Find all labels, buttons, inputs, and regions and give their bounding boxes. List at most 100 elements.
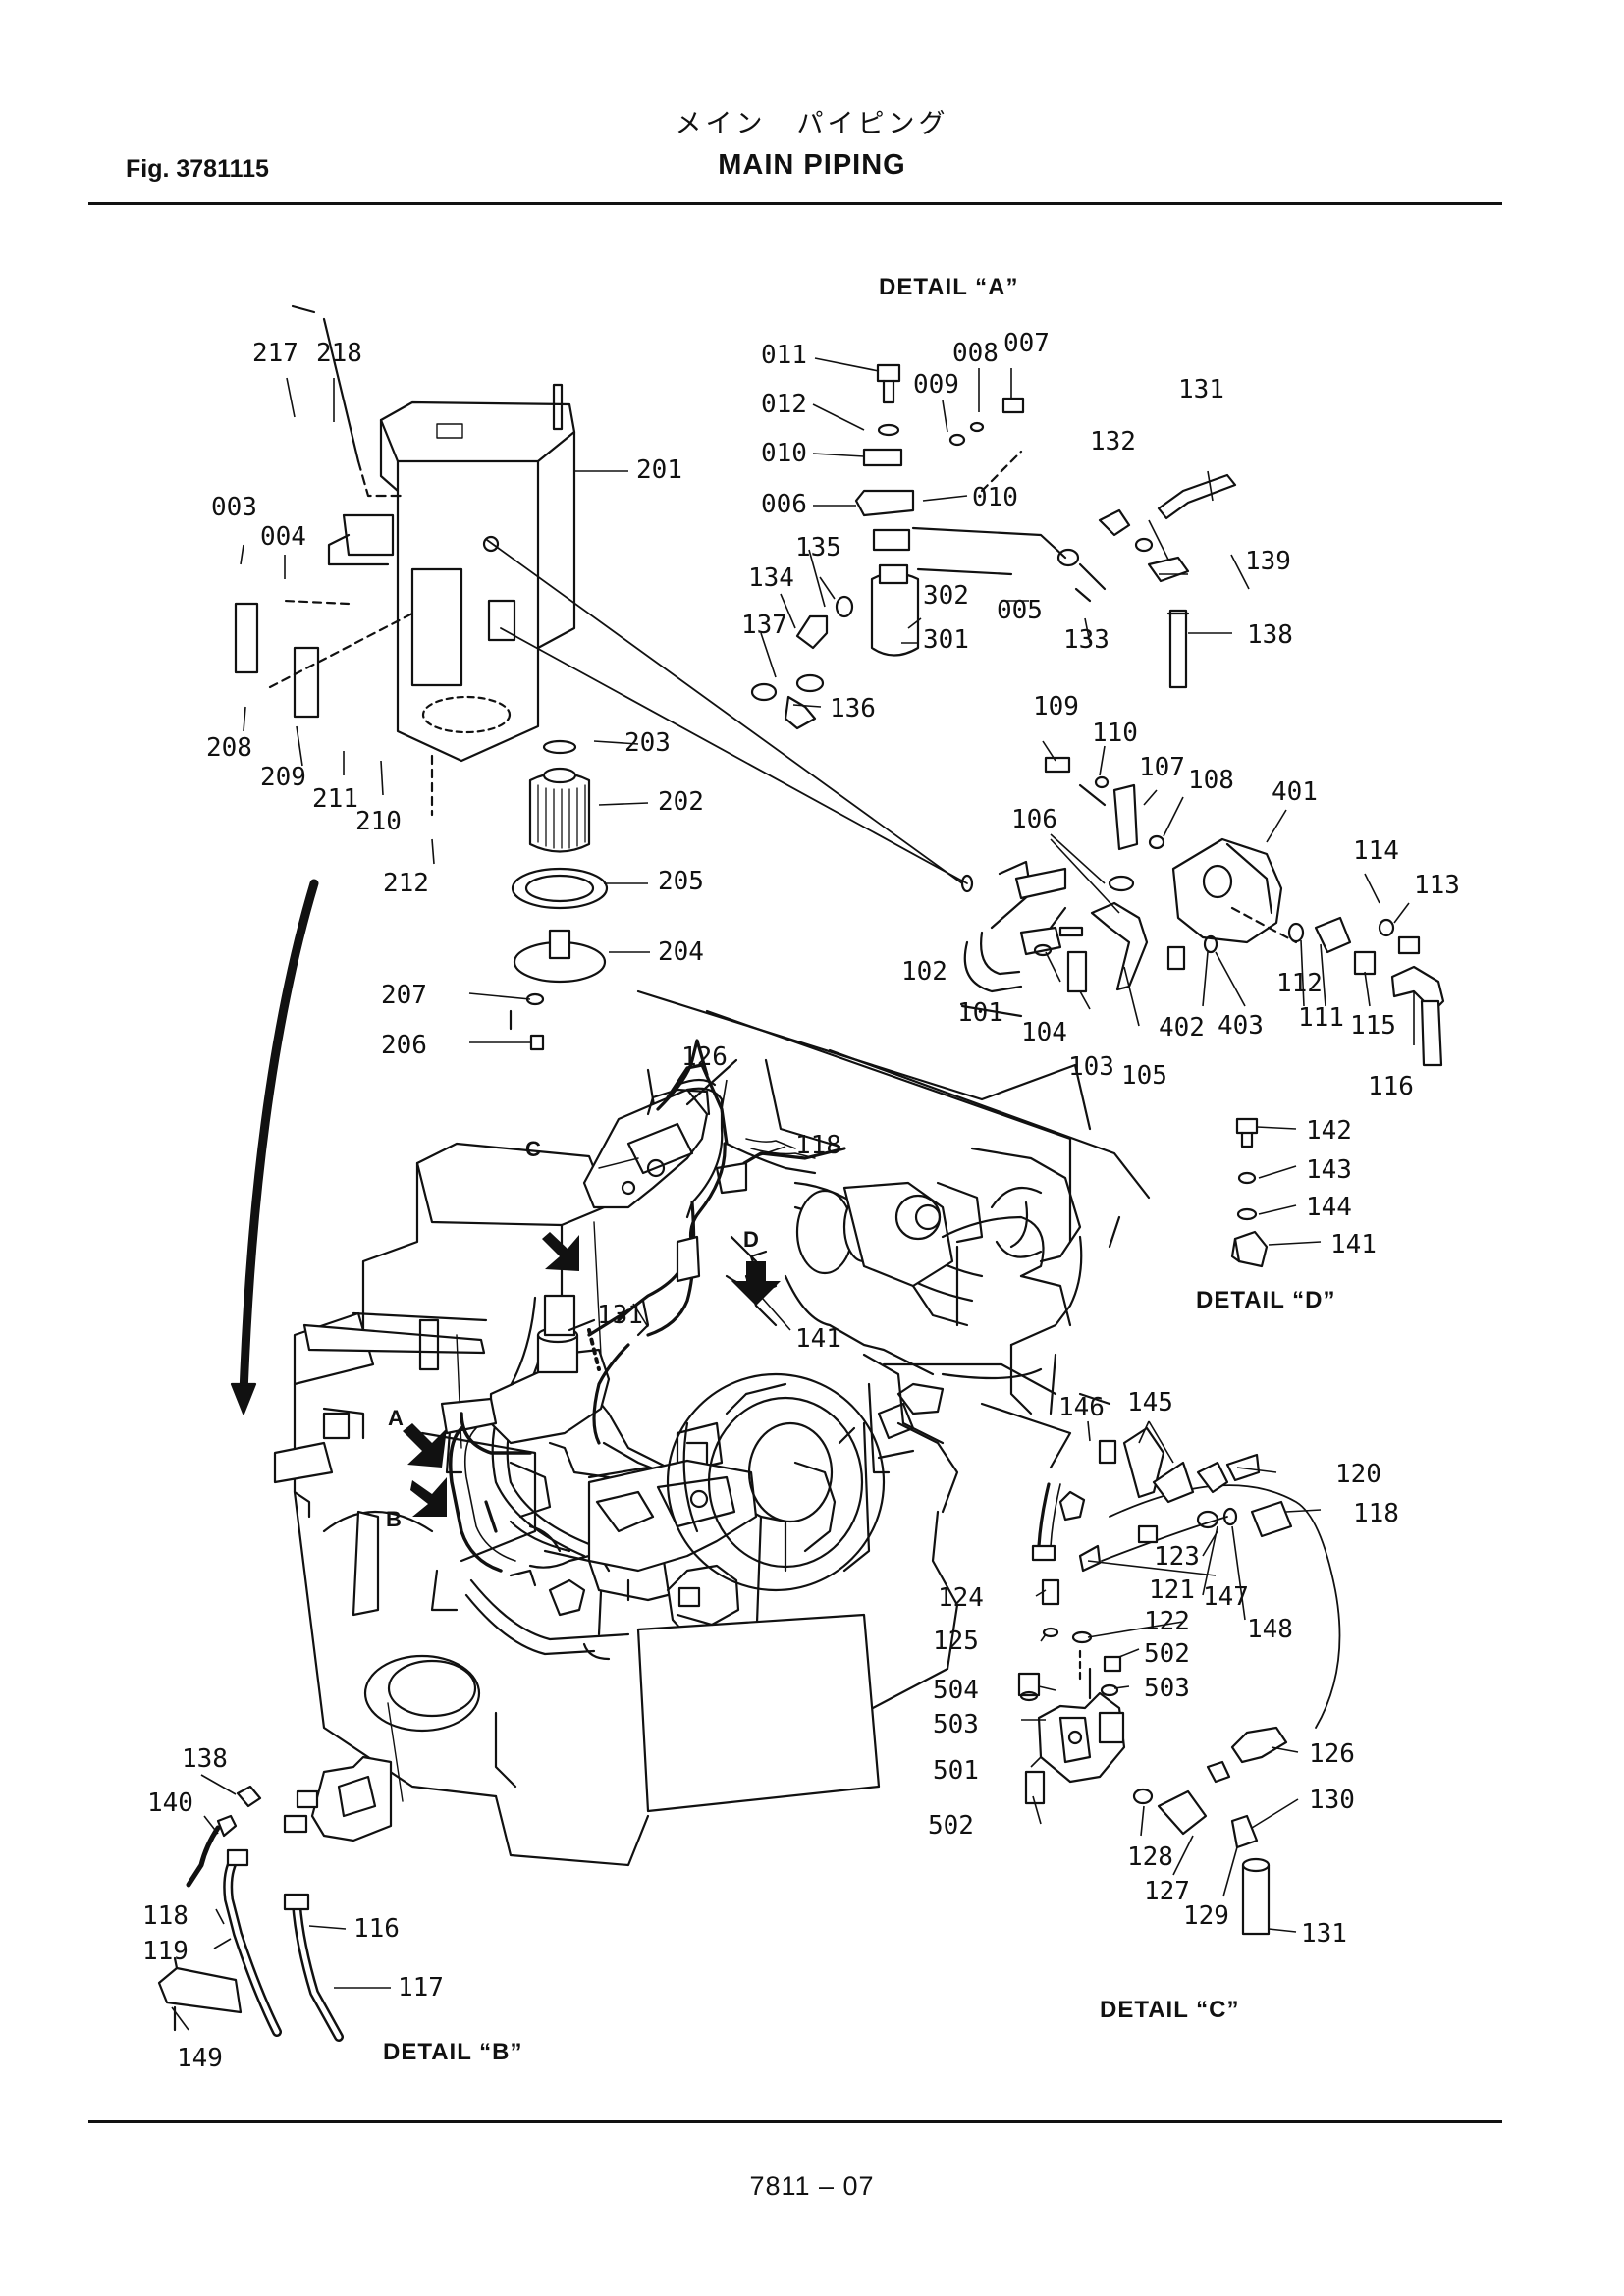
part-label-135: 135 <box>795 533 841 562</box>
part-label-141-main: 141 <box>795 1324 841 1354</box>
part-label-502: 502 <box>1144 1639 1190 1669</box>
part-label-117: 117 <box>398 1973 444 2002</box>
part-label-121: 121 <box>1149 1575 1195 1605</box>
flywheel-housing-drawing <box>666 1372 886 1592</box>
part-label-007: 007 <box>1003 329 1050 358</box>
part-label-142: 142 <box>1306 1116 1352 1146</box>
part-label-209: 209 <box>260 763 306 792</box>
part-label-503b: 503 <box>933 1710 979 1739</box>
part-label-302: 302 <box>923 581 969 611</box>
part-label-123: 123 <box>1154 1542 1200 1572</box>
hydraulic-tank-drawing <box>234 304 576 817</box>
part-label-502b: 502 <box>928 1811 974 1841</box>
part-label-107: 107 <box>1139 753 1185 782</box>
part-label-212: 212 <box>383 869 429 898</box>
part-label-138-b: 138 <box>182 1744 228 1774</box>
part-label-139: 139 <box>1245 547 1291 576</box>
part-label-110: 110 <box>1092 719 1138 748</box>
view-markers: A B C D <box>386 1137 759 1531</box>
part-label-205: 205 <box>658 867 704 896</box>
front-pump-drawing <box>440 1294 724 1573</box>
part-label-010b: 010 <box>972 483 1018 512</box>
view-marker-a: A <box>388 1406 404 1430</box>
part-label-114: 114 <box>1353 836 1399 866</box>
curved-arrow-drawing <box>230 879 319 1415</box>
part-label-012: 012 <box>761 390 807 419</box>
part-label-145: 145 <box>1127 1388 1173 1417</box>
engine-drawing <box>582 1058 1121 1474</box>
part-label-131-c: 131 <box>1301 1919 1347 1949</box>
part-label-208: 208 <box>206 733 252 763</box>
view-marker-c: C <box>525 1137 541 1161</box>
leader-lines <box>171 357 1415 2031</box>
part-label-143: 143 <box>1306 1155 1352 1185</box>
part-label-104: 104 <box>1021 1018 1067 1047</box>
part-label-129: 129 <box>1183 1901 1229 1931</box>
view-marker-b: B <box>386 1507 402 1531</box>
part-label-102: 102 <box>901 957 947 987</box>
view-arrows-drawing <box>403 1232 781 1517</box>
part-label-204: 204 <box>658 937 704 967</box>
part-label-137: 137 <box>741 611 787 640</box>
part-label-105: 105 <box>1121 1061 1167 1091</box>
part-label-115: 115 <box>1350 1011 1396 1041</box>
part-label-218: 218 <box>316 339 362 368</box>
footer-rule <box>88 2120 1502 2123</box>
detail-b-drawing <box>157 1755 393 2042</box>
part-label-144: 144 <box>1306 1193 1352 1222</box>
part-label-134: 134 <box>748 563 794 593</box>
part-label-403: 403 <box>1218 1011 1264 1041</box>
return-filter-drawing <box>509 739 609 1051</box>
part-label-118-b: 118 <box>142 1901 189 1931</box>
part-label-138: 138 <box>1247 620 1293 650</box>
part-label-132: 132 <box>1090 427 1136 456</box>
part-label-009: 009 <box>913 370 959 400</box>
part-label-125: 125 <box>933 1627 979 1656</box>
line-art <box>157 304 1445 2042</box>
part-label-119: 119 <box>142 1937 189 1966</box>
detail-c-drawing <box>1017 1426 1341 1936</box>
part-label-301: 301 <box>923 625 969 655</box>
part-number-labels: 217 218 201 003 004 208 209 211 210 212 … <box>142 329 1460 2073</box>
part-label-120: 120 <box>1335 1460 1381 1489</box>
part-label-147: 147 <box>1203 1582 1249 1612</box>
part-label-131-main: 131 <box>597 1301 643 1330</box>
detail-b-caption: DETAIL “B” <box>383 2039 522 2065</box>
part-label-211: 211 <box>312 784 358 814</box>
part-label-005: 005 <box>997 596 1043 625</box>
part-label-130: 130 <box>1309 1786 1355 1815</box>
part-label-146: 146 <box>1058 1393 1105 1422</box>
part-label-116-b: 116 <box>353 1914 400 1944</box>
detail-c-caption: DETAIL “C” <box>1100 1997 1239 2023</box>
part-label-004: 004 <box>260 522 306 552</box>
part-label-126-main: 126 <box>681 1042 728 1072</box>
part-label-140: 140 <box>147 1789 193 1818</box>
detail-d-drawing <box>1230 1117 1269 1268</box>
pump-group-drawing <box>486 539 1445 1067</box>
part-label-101: 101 <box>957 998 1003 1028</box>
part-label-149: 149 <box>177 2044 223 2073</box>
figure-number: Fig. 3781115 <box>126 155 269 183</box>
part-label-206: 206 <box>381 1031 427 1060</box>
part-label-401: 401 <box>1272 777 1318 807</box>
part-label-141-d: 141 <box>1330 1230 1377 1259</box>
part-label-111: 111 <box>1298 1003 1344 1033</box>
part-label-124: 124 <box>938 1583 984 1613</box>
detail-captions: DETAIL “A” DETAIL “B” DETAIL “C” DETAIL … <box>383 274 1334 2065</box>
part-label-106: 106 <box>1011 805 1057 834</box>
part-label-109: 109 <box>1033 692 1079 721</box>
part-label-201: 201 <box>636 455 682 485</box>
part-label-006: 006 <box>761 490 807 519</box>
part-label-128: 128 <box>1127 1842 1173 1872</box>
part-label-112: 112 <box>1276 969 1323 998</box>
view-marker-d: D <box>743 1227 759 1252</box>
part-label-108: 108 <box>1188 766 1234 795</box>
part-label-503: 503 <box>1144 1674 1190 1703</box>
part-label-003: 003 <box>211 493 257 522</box>
part-label-011: 011 <box>761 341 807 370</box>
part-label-131: 131 <box>1178 375 1224 404</box>
part-label-202: 202 <box>658 787 704 817</box>
part-label-116: 116 <box>1368 1072 1414 1101</box>
part-label-217: 217 <box>252 339 298 368</box>
